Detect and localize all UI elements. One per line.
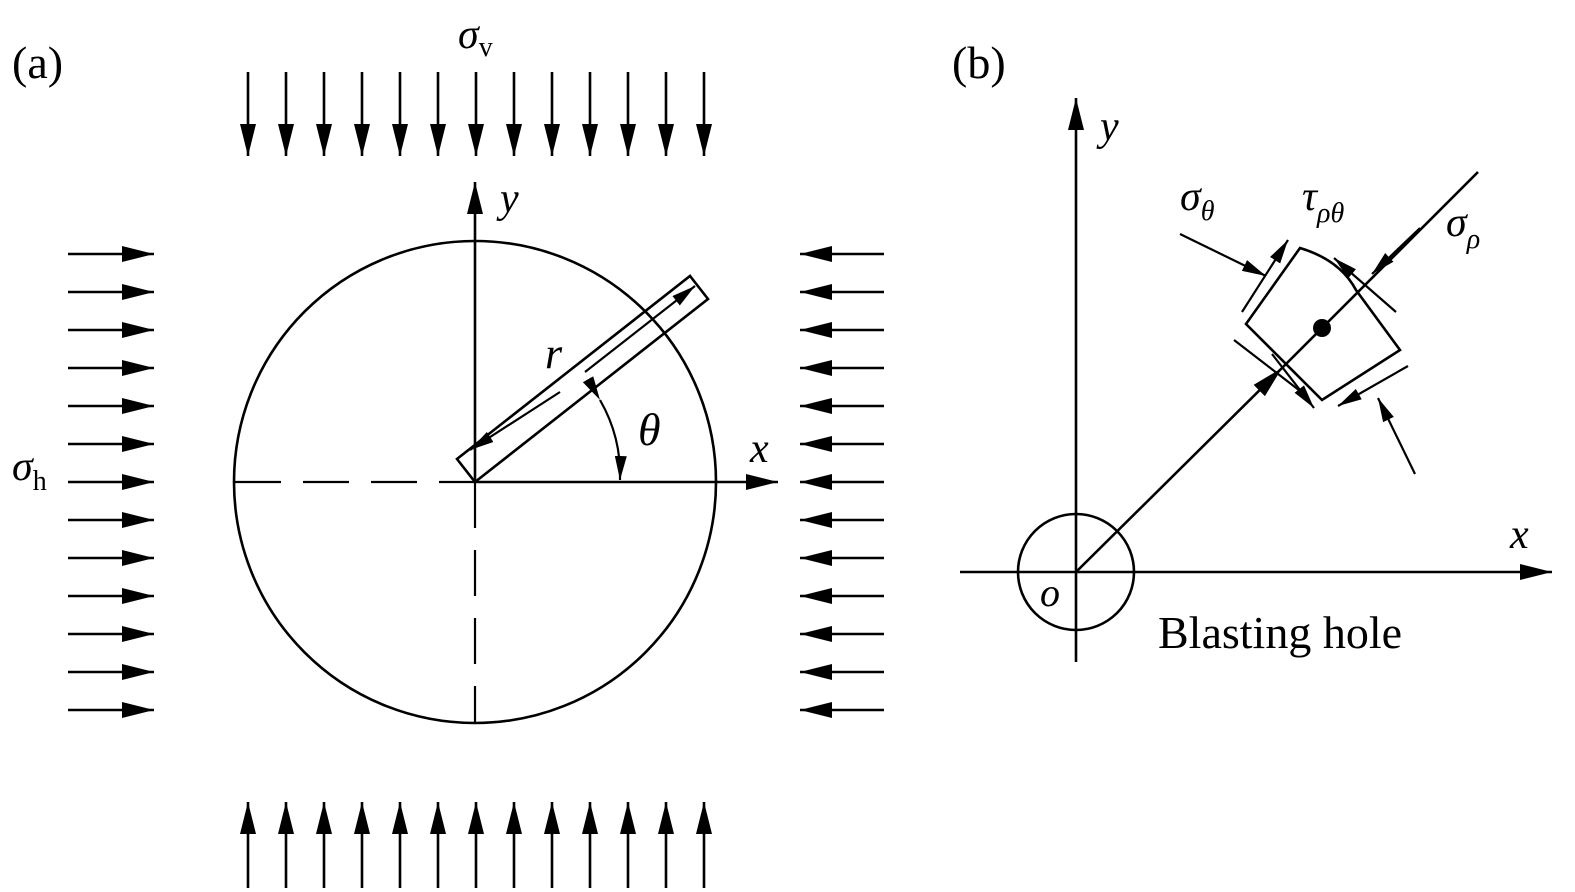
panel-a-label: (a): [12, 37, 63, 88]
x-axis-label-a: x: [749, 426, 769, 472]
blasting-hole-circle: [1016, 512, 1136, 632]
radial-direction-arrow: [1075, 367, 1283, 573]
x-axis-label-b: x: [1509, 512, 1529, 558]
panel-b-label: (b): [952, 37, 1006, 88]
shear-arrow-bottom-right: [1337, 365, 1409, 407]
y-axis-label-a: y: [496, 176, 519, 222]
radius-dimension-arrow: [584, 285, 696, 373]
origin-label: o: [1040, 570, 1060, 615]
top-load-arrows: [240, 72, 712, 156]
radius-dimension-arrow-back: [469, 391, 561, 451]
tau-label: τρθ: [1302, 174, 1344, 229]
sigma-theta-label: σθ: [1180, 174, 1215, 227]
blasting-hole-label: Blasting hole: [1158, 607, 1402, 658]
sigma-h-label: σh: [12, 444, 47, 497]
sigma-theta-arrow-opposite: [1377, 397, 1416, 475]
shear-arrow-bottom-left: [1233, 339, 1305, 395]
radius-label: r: [545, 329, 563, 378]
shear-arrow-top-right: [1333, 257, 1397, 313]
angle-arc: [582, 376, 627, 481]
panel-b: (b) y x o Blasting hole σθ τρθ σρ: [952, 37, 1552, 662]
left-load-arrows: [68, 246, 154, 718]
shear-arrow-bottom-left-2: [1271, 353, 1315, 409]
angle-label: θ: [638, 404, 661, 455]
sigma-rho-arrow: [1371, 227, 1421, 275]
element-center-dot: [1313, 319, 1331, 337]
sigma-v-label: σv: [458, 12, 493, 63]
right-load-arrows: [800, 246, 884, 718]
y-axis-label-b: y: [1096, 104, 1119, 150]
radius-strip: [455, 274, 710, 484]
sigma-theta-arrow: [1179, 233, 1267, 277]
panel-a: (a) σv σh y x r θ: [12, 12, 884, 888]
sigma-rho-label: σρ: [1446, 200, 1480, 255]
bottom-load-arrows: [240, 802, 712, 888]
stress-element: [1244, 246, 1402, 402]
